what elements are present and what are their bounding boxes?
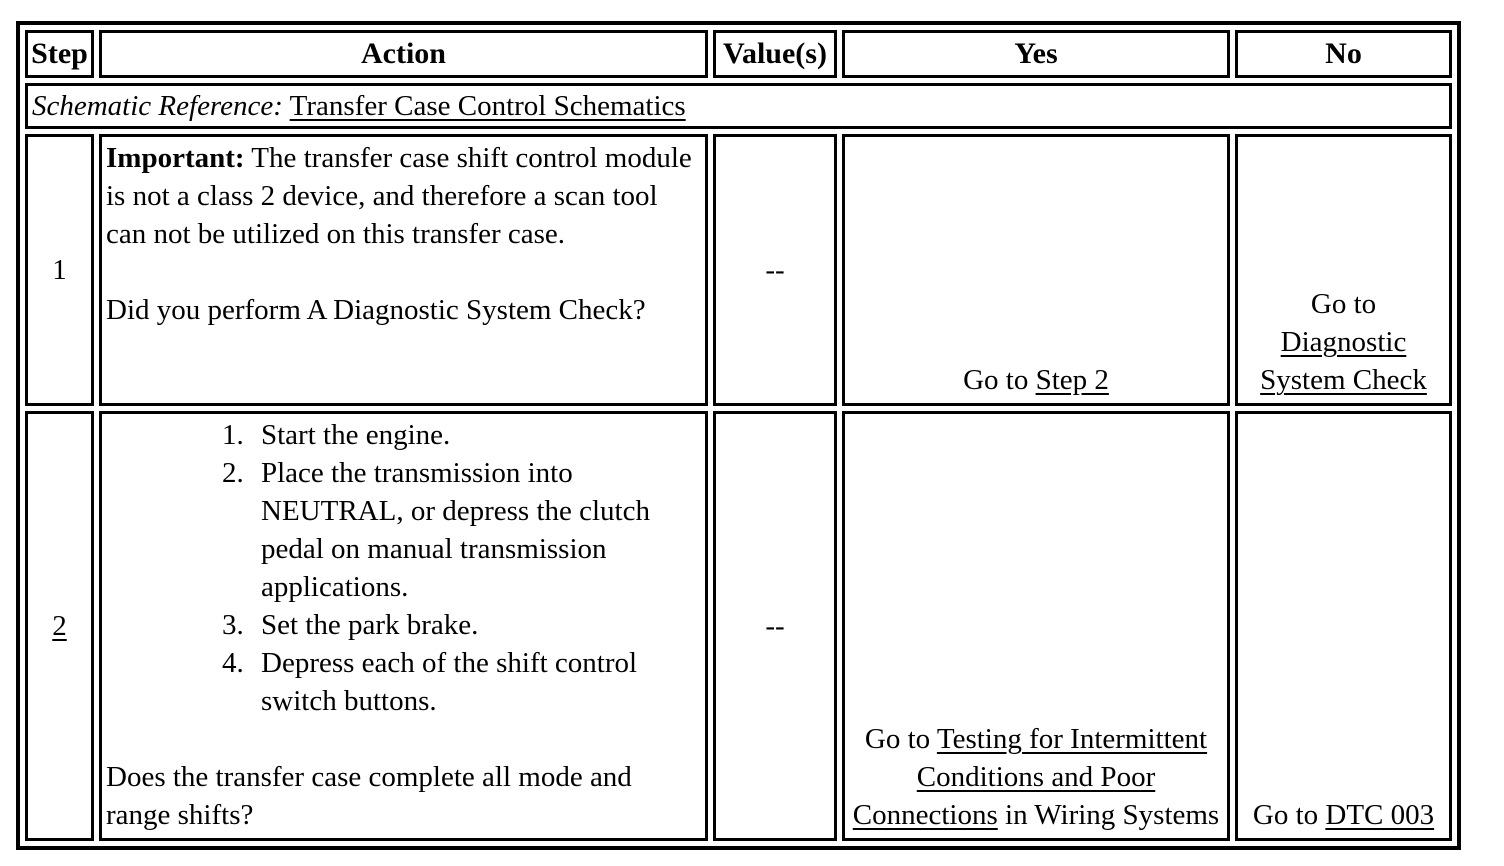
diagnostic-table: Step Action Value(s) Yes No Schematic Re… xyxy=(16,21,1461,850)
action-step-item: Depress each of the shift control switch… xyxy=(251,644,701,720)
step-2-value-cell: -- xyxy=(713,411,837,841)
go-to-text: Go to xyxy=(963,364,1036,396)
schematic-reference-row: Schematic Reference: Transfer Case Contr… xyxy=(25,83,1452,129)
step-1-important-paragraph: Important: The transfer case shift contr… xyxy=(106,139,701,253)
step-2-action-cell: Start the engine. Place the transmission… xyxy=(99,411,708,841)
go-to-text: Go to xyxy=(1252,799,1326,831)
column-header-action: Action xyxy=(99,30,708,78)
step-1-value-cell: -- xyxy=(713,134,837,406)
go-to-text: Go to xyxy=(864,723,937,755)
step-1-no-cell: Go to Diagnostic System Check xyxy=(1235,134,1452,406)
action-step-item: Set the park brake. xyxy=(251,606,701,644)
step-1-yes-cell: Go to Step 2 xyxy=(842,134,1230,406)
header-row: Step Action Value(s) Yes No xyxy=(25,30,1452,78)
step-1-action-cell: Important: The transfer case shift contr… xyxy=(99,134,708,406)
step-2-link[interactable]: Step 2 xyxy=(1035,364,1109,396)
step-1-row: 1 Important: The transfer case shift con… xyxy=(25,134,1452,406)
step-2-no-cell: Go to DTC 003 xyxy=(1235,411,1452,841)
in-wiring-systems-text: in Wiring Systems xyxy=(997,799,1220,831)
action-step-item: Place the transmission into NEUTRAL, or … xyxy=(251,454,701,606)
testing-intermittent-conditions-link[interactable]: Testing for Intermittent Conditions and … xyxy=(852,723,1208,831)
schematic-reference-label: Schematic Reference: xyxy=(32,90,283,122)
column-header-step: Step xyxy=(25,30,94,78)
step-1-number-cell: 1 xyxy=(25,134,94,406)
step-1-question: Did you perform A Diagnostic System Chec… xyxy=(106,294,646,326)
column-header-no: No xyxy=(1235,30,1452,78)
important-text: The transfer case shift control module i… xyxy=(106,142,692,250)
step-2-row: 2 Start the engine. Place the transmissi… xyxy=(25,411,1452,841)
step-2-yes-cell: Go to Testing for Intermittent Condition… xyxy=(842,411,1230,841)
diagnostic-system-check-link[interactable]: Diagnostic System Check xyxy=(1260,326,1427,396)
step-2-question: Does the transfer case complete all mode… xyxy=(106,761,632,831)
action-steps-list: Start the engine. Place the transmission… xyxy=(106,416,701,720)
column-header-values: Value(s) xyxy=(713,30,837,78)
step-2-number-cell: 2 xyxy=(25,411,94,841)
dtc-003-link[interactable]: DTC 003 xyxy=(1325,799,1435,831)
schematic-reference-link[interactable]: Transfer Case Control Schematics xyxy=(289,90,686,122)
column-header-yes: Yes xyxy=(842,30,1230,78)
schematic-reference-cell: Schematic Reference: Transfer Case Contr… xyxy=(25,83,1452,129)
important-label: Important: xyxy=(106,142,245,174)
step-2-number-link[interactable]: 2 xyxy=(52,610,67,642)
action-step-item: Start the engine. xyxy=(251,416,701,454)
go-to-text: Go to xyxy=(1310,288,1377,320)
step-1-number: 1 xyxy=(52,254,67,286)
